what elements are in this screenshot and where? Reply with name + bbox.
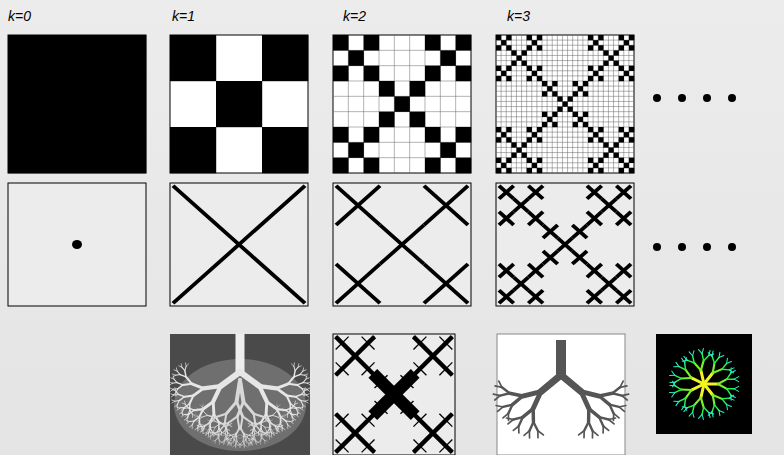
iteration-label: k=3: [507, 8, 530, 24]
checker-fractal: [170, 35, 308, 173]
lung-cast-photo: [169, 334, 311, 455]
bronchial-tree: [493, 334, 628, 455]
ellipsis-dot: [653, 94, 661, 102]
x-fractal: [8, 183, 146, 306]
ellipsis-dot: [703, 243, 711, 251]
checker-fractal: [333, 35, 471, 173]
colored-fractal-star: [656, 334, 752, 434]
ellipsis-dot: [728, 243, 736, 251]
x-fractal: [496, 183, 634, 306]
ellipsis-dot: [678, 243, 686, 251]
ellipsis-dot: [703, 94, 711, 102]
ellipsis-dot: [678, 94, 686, 102]
x-fractal-weighted: [333, 334, 455, 455]
x-fractal: [170, 183, 308, 306]
x-fractal: [333, 183, 471, 306]
iteration-label: k=1: [172, 8, 195, 24]
checker-fractal: [496, 35, 634, 173]
ellipsis-dot: [653, 243, 661, 251]
iteration-label: k=2: [343, 8, 366, 24]
ellipsis-dot: [728, 94, 736, 102]
checker-fractal: [8, 35, 146, 173]
iteration-label: k=0: [8, 8, 31, 24]
